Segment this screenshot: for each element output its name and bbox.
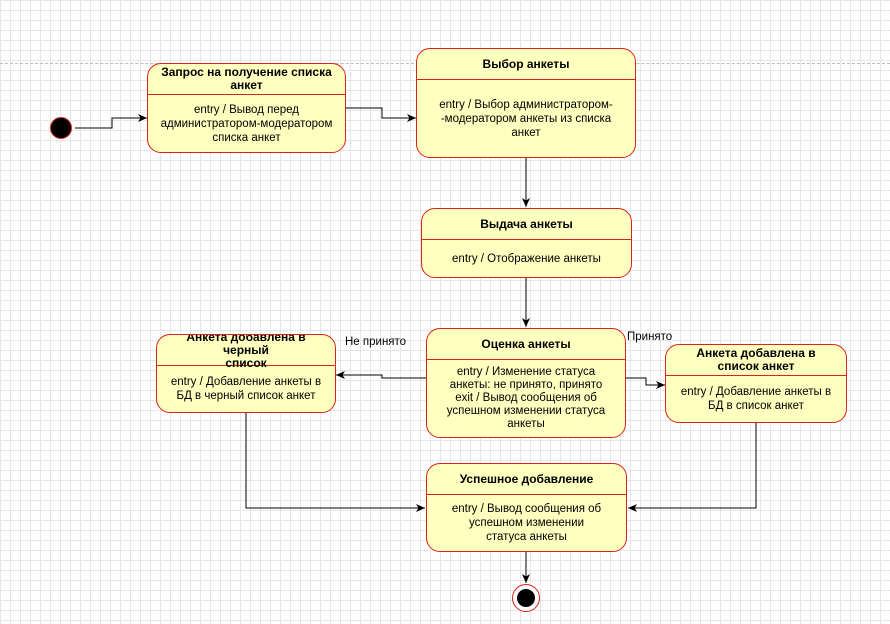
state-issue-form[interactable]: Выдача анкеты entry / Отображение анкеты: [421, 208, 632, 278]
state-evaluate-form[interactable]: Оценка анкеты entry / Изменение статуса …: [426, 328, 626, 438]
state-title: Анкета добавлена в список анкет: [666, 345, 846, 376]
state-title: Запрос на получение списка анкет: [148, 64, 345, 95]
guard-label-rejected: Не принято: [345, 336, 407, 348]
state-success-added[interactable]: Успешное добавление entry / Вывод сообще…: [426, 463, 627, 552]
state-select-form[interactable]: Выбор анкеты entry / Выбор администратор…: [416, 48, 636, 158]
final-state-node[interactable]: [512, 584, 540, 612]
initial-state-node[interactable]: [50, 117, 72, 139]
state-title: Успешное добавление: [427, 464, 626, 495]
guard-label-accepted: Принято: [627, 331, 673, 343]
state-entry-action: entry / Вывод сообщения об успешном изме…: [451, 503, 602, 543]
state-entry-action: entry / Выбор администратором- -модерато…: [439, 98, 613, 139]
state-request-list[interactable]: Запрос на получение списка анкет entry /…: [147, 63, 346, 153]
state-title: Анкета добавлена в черный список: [157, 335, 335, 369]
edge-request-to-select: [346, 107, 416, 122]
state-title: Оценка анкеты: [427, 329, 625, 360]
state-entry-action: entry / Добавление анкеты в БД в черный …: [170, 376, 322, 402]
edge-list-to-success: [628, 423, 757, 512]
final-state-core: [517, 589, 535, 607]
edge-blacklist-to-success: [245, 413, 425, 512]
edge-evaluate-to-list: [626, 377, 665, 389]
edge-start-to-request: [75, 114, 147, 129]
state-added-to-list[interactable]: Анкета добавлена в список анкет entry / …: [665, 344, 847, 423]
state-entry-action: entry / Изменение статуса анкеты: не при…: [446, 366, 606, 430]
state-entry-action: entry / Добавление анкеты в БД в список …: [680, 386, 832, 412]
state-title: Выдача анкеты: [422, 209, 631, 240]
state-added-to-blacklist[interactable]: Анкета добавлена в черный список entry /…: [156, 334, 336, 413]
edge-evaluate-to-blacklist: [336, 371, 426, 379]
state-entry-action: entry / Отображение анкеты: [452, 252, 601, 265]
state-title: Выбор анкеты: [417, 49, 635, 80]
state-entry-action: entry / Вывод перед администратором-моде…: [160, 103, 333, 144]
